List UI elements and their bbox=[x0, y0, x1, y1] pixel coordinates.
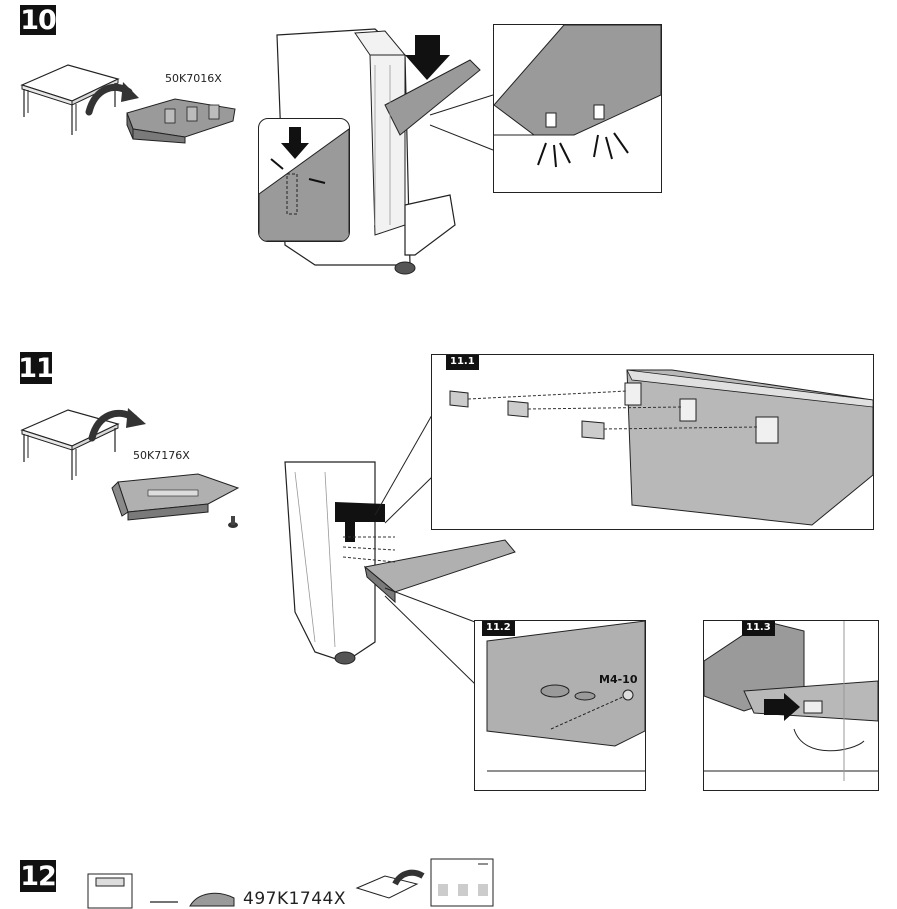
step-12-part bbox=[189, 892, 235, 907]
substep-11-2-frame: 11.2 M4-10 bbox=[474, 620, 646, 791]
screw-size-label: M4-10 bbox=[599, 673, 638, 686]
step-12-sheet-illustration bbox=[430, 858, 494, 907]
step-11-finisher-illustration bbox=[284, 461, 516, 665]
step-11-part-code: 50K7176X bbox=[133, 449, 190, 462]
step-10-part-code: 50K7016X bbox=[165, 72, 222, 85]
step-11-badge: 11 bbox=[18, 352, 55, 384]
step-12-part-code: 497K1744X bbox=[243, 889, 347, 909]
step-10-bracket-part bbox=[126, 98, 236, 144]
substep-11-3-badge: 11.3 bbox=[742, 621, 775, 636]
screw-icon bbox=[228, 516, 238, 528]
substep-11-1-badge: 11.1 bbox=[446, 355, 479, 370]
step-10-detail-inset bbox=[258, 118, 350, 242]
step-10-zoom-connector bbox=[429, 94, 494, 151]
step-10-badge: 10 bbox=[20, 4, 57, 36]
step-11-curved-arrow-icon bbox=[88, 408, 146, 442]
substep-11-1-frame: 11.1 bbox=[431, 354, 874, 530]
substep-11-3-frame: 11.3 bbox=[703, 620, 879, 791]
step-11-zoom-connector-bottom bbox=[384, 587, 476, 685]
step-10-curved-arrow-icon bbox=[85, 82, 139, 116]
step-12-box-illustration bbox=[355, 869, 425, 899]
substep-11-2-badge: 11.2 bbox=[482, 621, 515, 636]
step-12-badge: 12 bbox=[20, 860, 57, 892]
step-12-dash bbox=[150, 901, 178, 903]
step-10-zoom-frame bbox=[493, 24, 662, 193]
step-12-printer-illustration bbox=[87, 873, 133, 909]
step-11-zoom-connector-top bbox=[374, 414, 433, 524]
step-11-tray-part bbox=[111, 473, 240, 521]
